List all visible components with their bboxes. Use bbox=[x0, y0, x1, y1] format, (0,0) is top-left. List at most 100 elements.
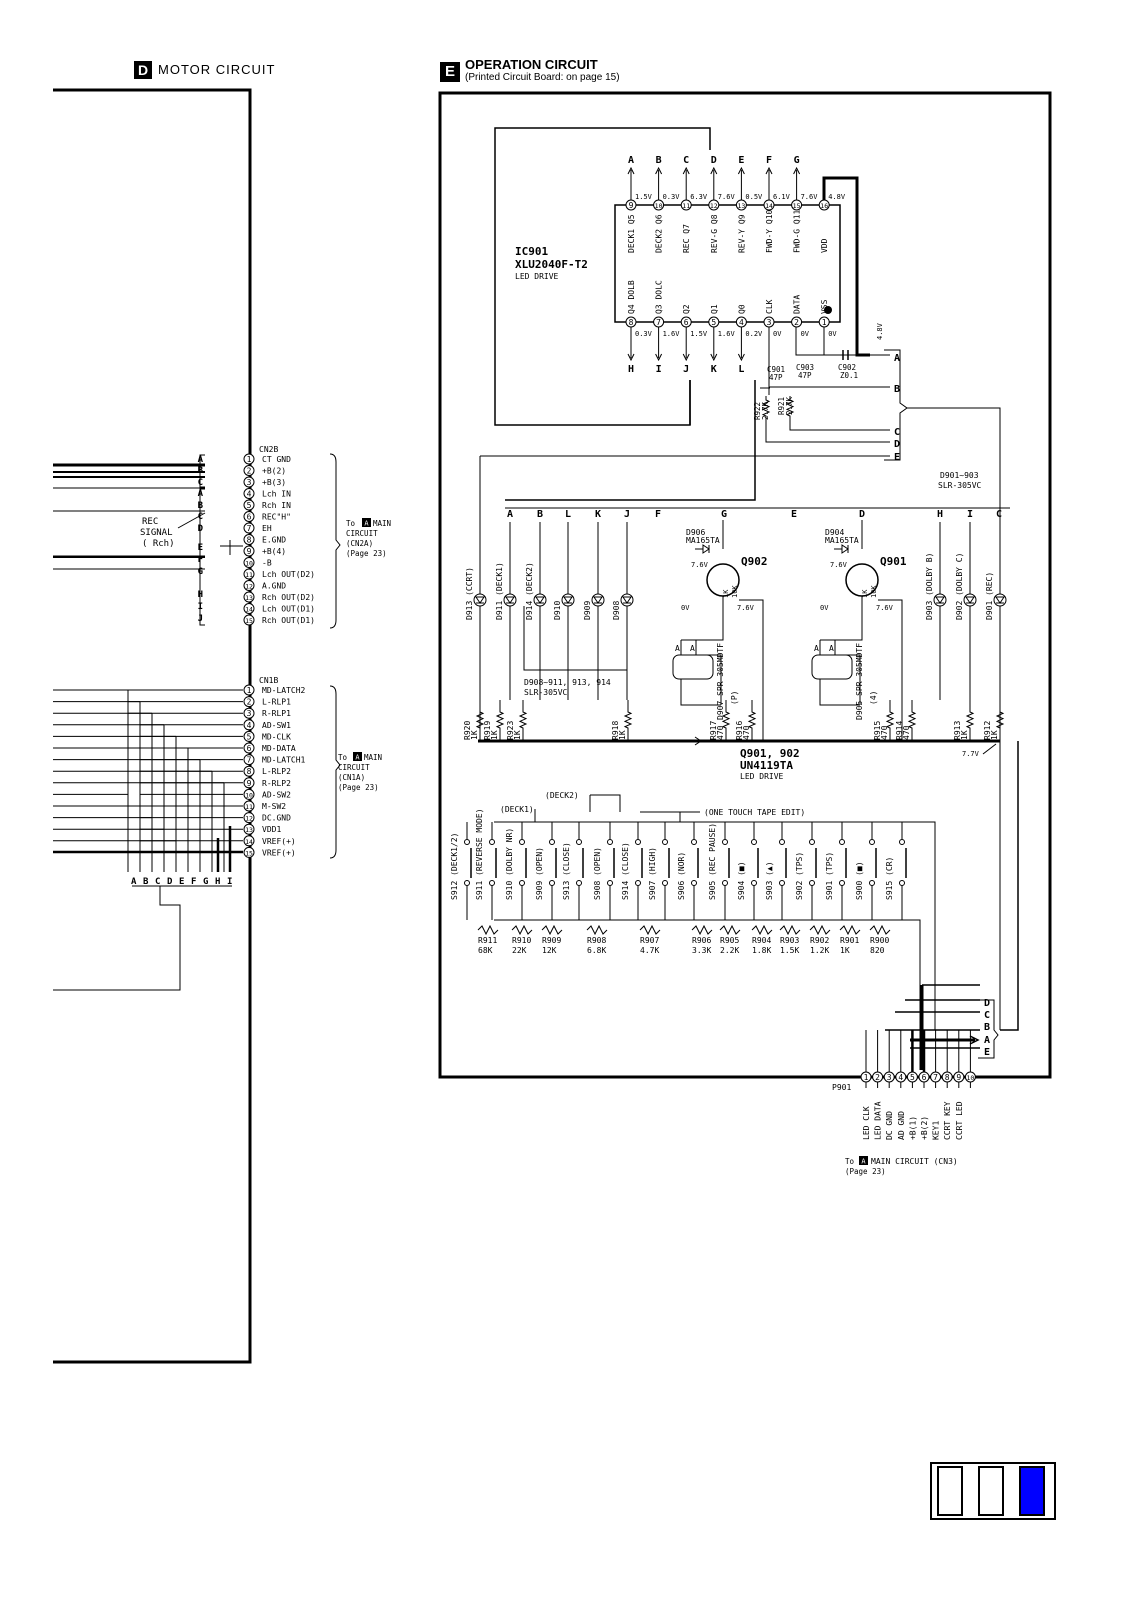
page-nav-box-2[interactable] bbox=[978, 1466, 1004, 1516]
bottom-bus-B: B bbox=[984, 1022, 990, 1033]
p901-pin-9-number: 9 bbox=[956, 1073, 961, 1082]
ic901-body bbox=[614, 204, 841, 323]
cn2b-pin-13 bbox=[243, 591, 255, 603]
switch-s908-contact-a bbox=[607, 839, 613, 845]
switch-group-deck2: (DECK2) bbox=[545, 791, 579, 800]
r914-ref: R914 bbox=[895, 721, 904, 740]
led-d910-symbol bbox=[563, 596, 573, 604]
cn2b-pin-6-number: 6 bbox=[247, 513, 252, 522]
d908-note-2: SLR-305VC bbox=[524, 688, 568, 697]
r920-val: 1K bbox=[470, 730, 479, 740]
switch-s909-contact-b bbox=[549, 880, 555, 886]
bottom-bus-D: D bbox=[984, 998, 990, 1009]
cn1b-pin-1-number: 1 bbox=[247, 686, 252, 695]
p901-pin-5-number: 5 bbox=[910, 1073, 915, 1082]
switch-s913-contact-a bbox=[576, 839, 582, 845]
c901-ref: C901 bbox=[767, 365, 785, 374]
led-row-letter-A: A bbox=[507, 509, 513, 520]
cn2b-pin-3-number: 3 bbox=[247, 478, 252, 487]
switch-s901-contact-a bbox=[839, 839, 845, 845]
cn1b-badge-a-letter: A bbox=[355, 754, 360, 762]
p901-to-page: (Page 23) bbox=[845, 1167, 886, 1176]
r911-body bbox=[477, 924, 499, 936]
cn2b-pin-12-number: 12 bbox=[245, 583, 253, 591]
cn1b-to-main: MAIN bbox=[364, 753, 382, 762]
r915-val: 470 bbox=[880, 725, 889, 740]
cn2b-pin-15-number: 15 bbox=[245, 617, 253, 625]
r907-ref: R907 bbox=[640, 936, 659, 945]
p901-pin-1-number: 1 bbox=[864, 1073, 869, 1082]
cn1b-letter-E: E bbox=[179, 877, 184, 887]
q902-out-wire bbox=[739, 599, 764, 740]
cn2b-pin-11-number: 11 bbox=[245, 571, 253, 579]
ic901-bottom-arrow-5 bbox=[710, 353, 718, 362]
r918-body bbox=[623, 700, 633, 740]
r905-body bbox=[719, 924, 741, 936]
switch-s903-contact-b bbox=[779, 880, 785, 886]
cn2b-pin-label-15: Rch OUT(D1) bbox=[262, 616, 315, 625]
led-row-letter-G: G bbox=[721, 509, 727, 520]
ic901-top-label-14: FWD-Y Q10 bbox=[765, 209, 774, 253]
p901-pin-label-2: LED DATA bbox=[874, 1101, 883, 1140]
cn2b-pin-6 bbox=[243, 511, 255, 522]
ic901-top-pin-9-number: 9 bbox=[629, 201, 634, 210]
cn2b-letter-E: E bbox=[198, 543, 203, 553]
r916-ref: R916 bbox=[735, 721, 744, 740]
cn2b-letter-H: H bbox=[198, 590, 203, 600]
cn1b-to-cn: (CN1A) bbox=[338, 773, 365, 782]
led-d914 bbox=[533, 593, 547, 607]
switch-s902-contact-b bbox=[809, 880, 815, 886]
ic901-bottom-pin-2 bbox=[791, 316, 803, 328]
r919-val: 1K bbox=[490, 730, 499, 740]
r919-ref: R919 bbox=[483, 721, 492, 740]
ic901-bottom-volt-5: 1.6V bbox=[718, 330, 736, 338]
led-d901 bbox=[993, 593, 1007, 607]
ic901-bottom-letter-J: J bbox=[683, 364, 689, 375]
r909-val: 12K bbox=[542, 946, 557, 955]
right-bus-C: C bbox=[894, 427, 900, 438]
r921-ref: R921 bbox=[777, 397, 786, 415]
cn2b-pin-10 bbox=[243, 557, 255, 568]
q-label-1: Q901, 902 bbox=[740, 747, 800, 760]
q901-out-wire bbox=[878, 599, 903, 740]
section-e-badge: E bbox=[440, 62, 460, 82]
r903-body bbox=[779, 924, 801, 936]
q901-ref: Q901 bbox=[880, 555, 907, 568]
switch-s900-contact-b bbox=[869, 880, 875, 886]
cn1b-pin-label-5: MD-CLK bbox=[262, 732, 291, 741]
cn2b-name: CN2B bbox=[259, 445, 278, 454]
r905-ref: R905 bbox=[720, 936, 739, 945]
r918-ref: R918 bbox=[611, 721, 620, 740]
r910-ref: R910 bbox=[512, 936, 531, 945]
cn1b-pin-8-number: 8 bbox=[247, 767, 252, 776]
switch-s910-label: S910 (DOLBY NR) bbox=[505, 828, 514, 900]
cn1b-letter-B: B bbox=[143, 877, 149, 887]
bottom-bus-arrow bbox=[969, 1035, 980, 1045]
ic901-top-letter-E: E bbox=[738, 155, 744, 166]
r913-ref: R913 bbox=[953, 721, 962, 740]
switch-s907-label: S907 (HIGH) bbox=[648, 847, 657, 900]
ic901-top-letter-D: D bbox=[711, 155, 717, 166]
ic901-top-volt-10: 0.3V bbox=[663, 193, 681, 201]
switch-s900-label: S900 (■) bbox=[855, 861, 864, 900]
ic901-bottom-arrow-6 bbox=[682, 353, 690, 362]
cn2b-letter-I: I bbox=[198, 602, 203, 612]
page-nav-box-3-current[interactable] bbox=[1019, 1466, 1045, 1516]
page-nav-box-1[interactable] bbox=[937, 1466, 963, 1516]
r903-val: 1.5K bbox=[780, 946, 799, 955]
cn1b-pin-1 bbox=[243, 684, 255, 696]
r909-ref: R909 bbox=[542, 936, 561, 945]
switch-s908-label: S908 (OPEN) bbox=[593, 847, 602, 900]
r908-ref: R908 bbox=[587, 936, 606, 945]
led-d914-label: D914 (DECK2) bbox=[525, 562, 534, 620]
cn1b-pin-13-number: 13 bbox=[245, 826, 253, 834]
switch-s910-contact-b bbox=[519, 880, 525, 886]
led-d908 bbox=[620, 593, 634, 607]
cn1b-letter-I: I bbox=[227, 877, 232, 887]
cn1b-to-circuit: CIRCUIT bbox=[338, 763, 370, 772]
r904-val: 1.8K bbox=[752, 946, 771, 955]
cn1b-pin-11 bbox=[243, 800, 255, 812]
ic901-top-volt-14: 6.1V bbox=[773, 193, 791, 201]
ic901-top-label-9: DECK1 Q5 bbox=[627, 214, 636, 253]
